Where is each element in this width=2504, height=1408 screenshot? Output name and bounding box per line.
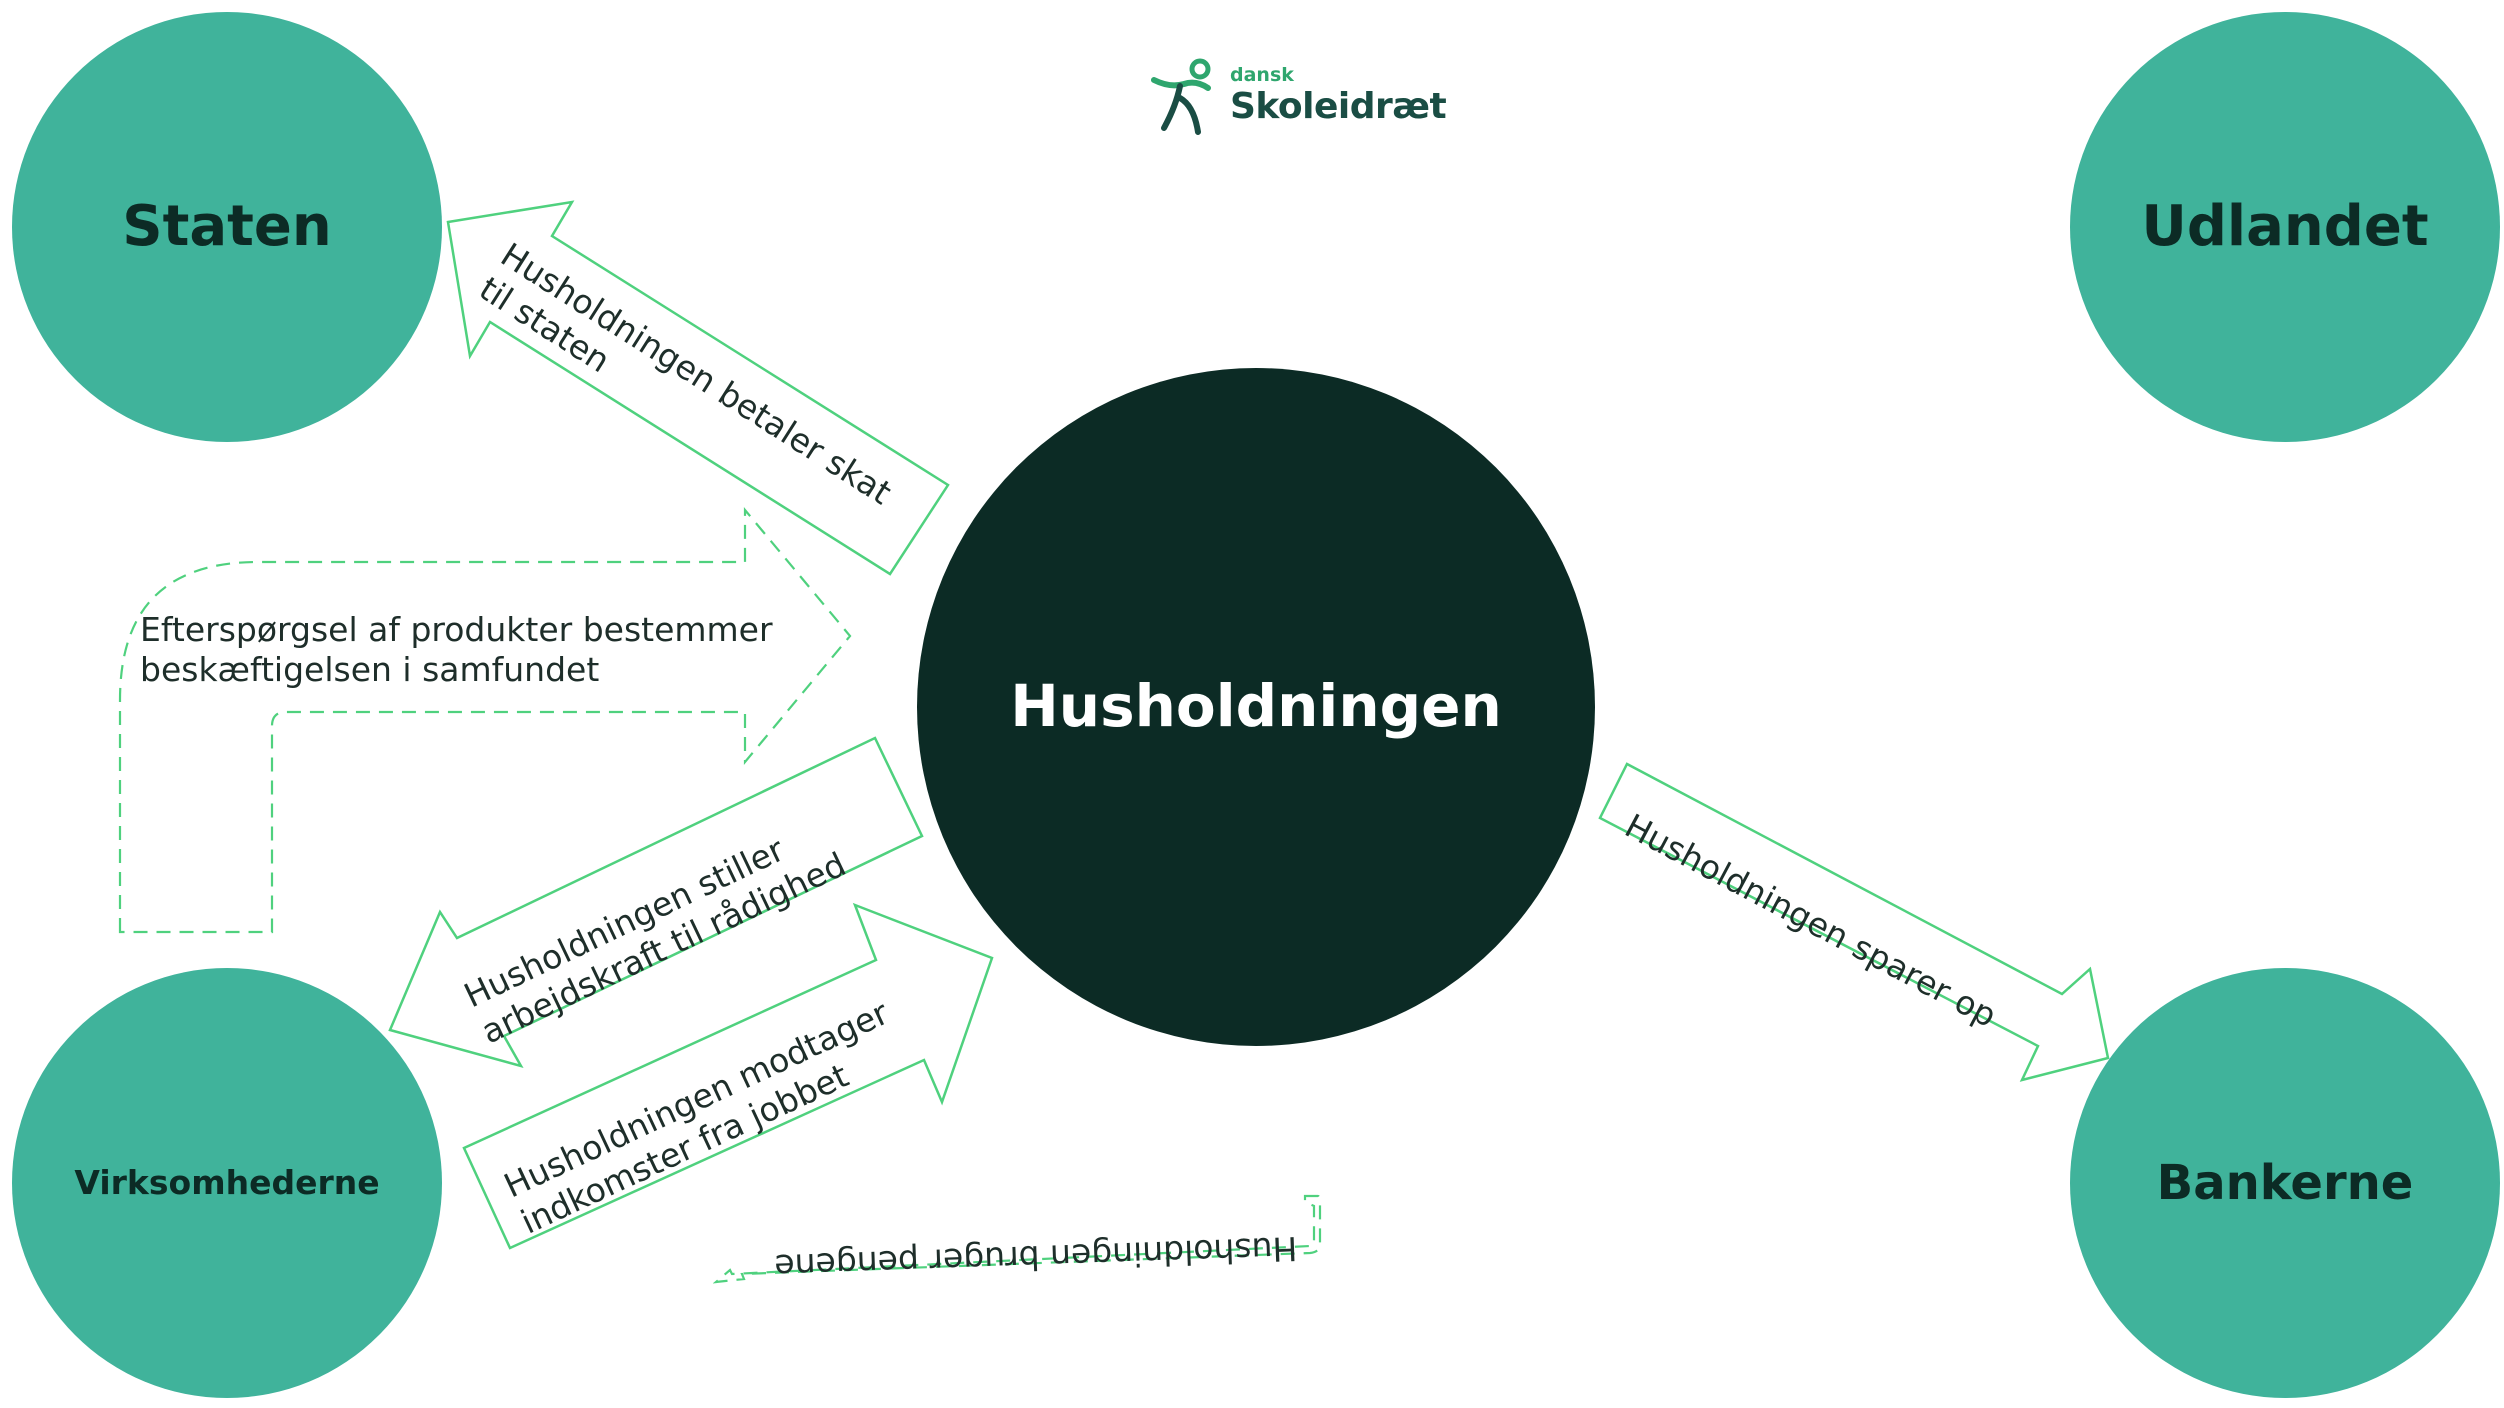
- logo-text-dansk: dansk: [1230, 64, 1294, 86]
- running-figure-icon: [1151, 58, 1211, 135]
- tax-arrow-shape: [446, 200, 950, 576]
- demand-flow-label: Efterspørgsel af produkter bestemmer bes…: [140, 610, 773, 690]
- virksomhederne-node: Virksomhederne: [12, 968, 442, 1398]
- udlandet-node: Udlandet: [2070, 12, 2500, 442]
- staten-node: Staten: [12, 12, 442, 442]
- husholdningen-node: Husholdningen: [917, 368, 1595, 1046]
- income-arrow-shape: [462, 902, 994, 1250]
- spending-arrow-shape: [712, 1194, 1322, 1284]
- udlandet-label: Udlandet: [2141, 194, 2429, 260]
- demand-flow-label-line1: Efterspørgsel af produkter bestemmer: [140, 610, 773, 649]
- husholdningen-label: Husholdningen: [1010, 672, 1502, 741]
- dansk-skoleidraet-logo: dansk Skoleidræt: [1150, 58, 1447, 138]
- virksomhederne-label: Virksomhederne: [74, 1162, 380, 1202]
- logo-text-skoleidraet: Skoleidræt: [1230, 86, 1447, 127]
- savings-arrow-shape: [1598, 762, 2110, 1082]
- demand-arrow-shape: [118, 506, 852, 934]
- labor-arrow-shape: [388, 736, 924, 1069]
- bankerne-node: Bankerne: [2070, 968, 2500, 1398]
- staten-label: Staten: [122, 194, 332, 260]
- demand-flow-label-line2: beskæftigelsen i samfundet: [140, 650, 600, 689]
- bankerne-label: Bankerne: [2156, 1154, 2414, 1211]
